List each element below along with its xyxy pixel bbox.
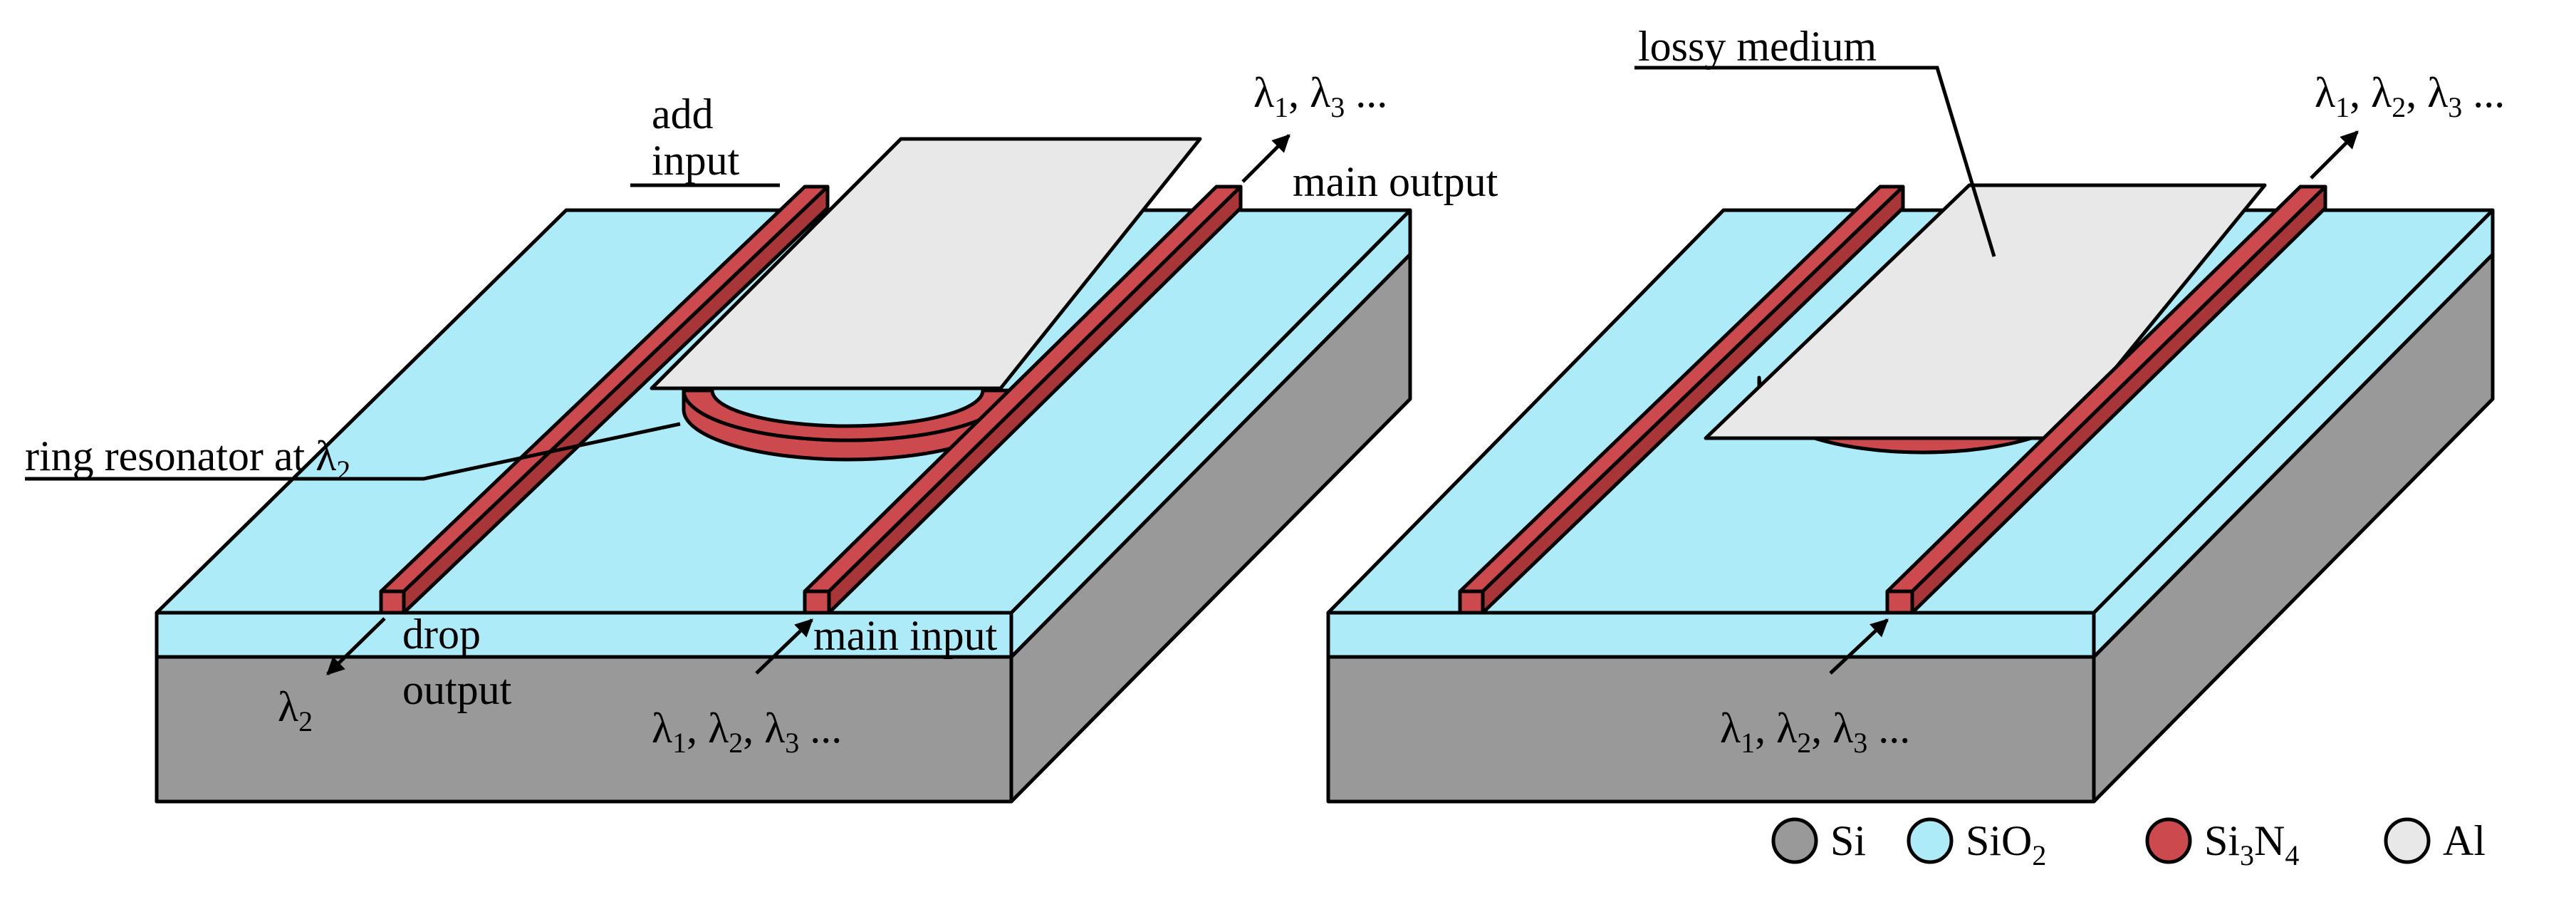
legend-swatch-al [2384, 817, 2431, 864]
right-input-arrow [1829, 618, 1889, 675]
legend-item-si: Si [1771, 817, 1866, 864]
right-si-front [1326, 655, 2096, 804]
legend-swatch-si3n4 [2145, 817, 2192, 864]
lossy-medium-leader [1634, 66, 1996, 257]
left-panel: add input main output λ1, λ3 ... ring re… [25, 69, 1498, 804]
legend: Si SiO2 Si3N4 Al [1771, 817, 2486, 871]
legend-swatch-sio2 [1907, 817, 1954, 864]
left-waveguide-main-bus [803, 185, 1243, 615]
right-output-wavelengths: λ1, λ2, λ3 ... [2315, 69, 2505, 123]
ring-leader [25, 422, 681, 481]
legend-label-si3n4: Si3N4 [2204, 817, 2299, 871]
right-waveguide-main [1885, 185, 2327, 615]
left-si-substrate [155, 252, 1412, 804]
right-output-arrow [2310, 130, 2359, 180]
legend-item-al: Al [2384, 817, 2486, 864]
drop-output-label-line1: drop [402, 611, 481, 658]
legend-label-sio2: SiO2 [1966, 817, 2046, 871]
right-input-wavelengths: λ1, λ2, λ3 ... [1720, 705, 1910, 759]
add-input-label-line1: add [652, 90, 714, 138]
add-input-label-line2: input [652, 137, 740, 184]
main-output-label: main output [1293, 158, 1498, 205]
legend-item-si3n4: Si3N4 [2145, 817, 2299, 871]
legend-label-al: Al [2443, 817, 2486, 864]
right-waveguide-left [1458, 185, 1905, 615]
drop-output-arrow [326, 617, 386, 675]
left-waveguide-drop-bus [379, 185, 830, 615]
drop-output-label-line2: output [402, 666, 512, 713]
lossy-medium-label: lossy medium [1638, 23, 1877, 70]
main-input-arrow [755, 618, 813, 675]
legend-swatch-si [1771, 817, 1818, 864]
right-panel: lossy medium λ1, λ2, λ3 ... λ1, λ2, λ3 .… [1326, 23, 2505, 804]
legend-item-sio2: SiO2 [1907, 817, 2046, 871]
left-output-wavelengths: λ1, λ3 ... [1253, 69, 1387, 123]
left-al-plate [650, 137, 1202, 390]
right-lossy-medium-plate [1704, 183, 2267, 440]
main-output-arrow [1241, 134, 1290, 183]
legend-label-si: Si [1830, 817, 1866, 864]
ring-resonator-label: ring resonator at λ2 [25, 432, 350, 487]
drop-wavelength: λ2 [278, 683, 313, 737]
left-input-wavelengths: λ1, λ2, λ3 ... [652, 705, 842, 759]
main-input-label: main input [813, 612, 998, 659]
right-sio2-front [1326, 611, 2096, 659]
